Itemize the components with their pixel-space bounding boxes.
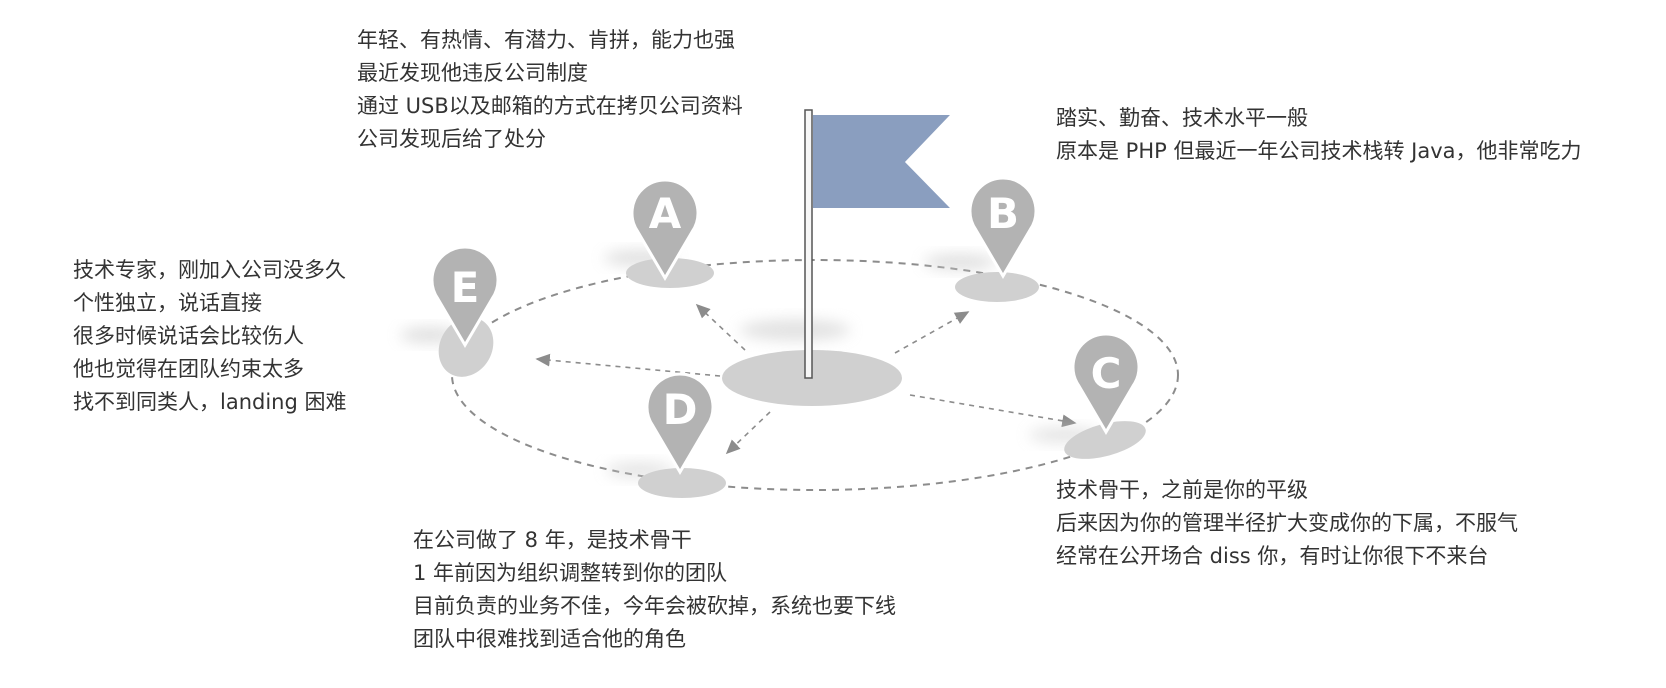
description-line: 踏实、勤奋、技术水平一般 <box>1056 106 1308 130</box>
pin-b: B <box>924 176 1039 302</box>
pin-a-label: A <box>649 189 682 238</box>
description-line: 个性独立，说话直接 <box>73 291 262 315</box>
description-line: 原本是 PHP 但最近一年公司技术栈转 Java，他非常吃力 <box>1056 139 1582 163</box>
description-line: 团队中很难找到适合他的角色 <box>413 627 686 651</box>
pin-e: E <box>400 245 500 377</box>
map-pin-icon <box>430 245 500 348</box>
map-pin-icon <box>645 372 715 475</box>
pin-c-label: C <box>1091 349 1122 398</box>
description-line: 公司发现后给了处分 <box>357 127 546 151</box>
description-line: 他也觉得在团队约束太多 <box>73 357 304 381</box>
arrow-to-d <box>725 411 771 455</box>
arrow-to-c <box>909 394 1077 428</box>
description-line: 目前负责的业务不佳，今年会被砍掉，系统也要下线 <box>413 594 896 618</box>
pin-d: D <box>606 372 726 498</box>
arrow-to-b <box>894 311 970 354</box>
description-line: 很多时候说话会比较伤人 <box>73 324 304 348</box>
description-line: 找不到同类人，landing 困难 <box>73 390 347 414</box>
arrow-to-e <box>535 353 721 377</box>
description-line: 技术骨干，之前是你的平级 <box>1056 478 1308 502</box>
pin-b-label: B <box>987 189 1019 238</box>
description-line: 经常在公开场合 diss 你，有时让你很下不来台 <box>1056 544 1489 568</box>
description-line: 通过 USB以及邮箱的方式在拷贝公司资料 <box>357 94 743 118</box>
map-pin-icon <box>1071 332 1141 435</box>
pin-d-label: D <box>663 385 698 434</box>
pin-e-label: E <box>451 263 480 312</box>
orbit-ellipse <box>451 259 1179 491</box>
description-line: 技术专家，刚加入公司没多久 <box>73 258 346 282</box>
description-line: 1 年前因为组织调整转到你的团队 <box>413 561 728 585</box>
description-line: 最近发现他违反公司制度 <box>357 61 588 85</box>
map-pin-icon <box>630 178 700 281</box>
pin-a: A <box>604 178 714 288</box>
arrow-to-a <box>695 303 746 351</box>
description-line: 年轻、有热情、有潜力、肯拼，能力也强 <box>357 28 735 52</box>
arrows <box>535 303 1077 455</box>
pin-c: C <box>1029 332 1146 459</box>
description-line: 在公司做了 8 年，是技术骨干 <box>413 528 692 552</box>
description-c: 技术骨干，之前是你的平级 后来因为你的管理半径扩大变成你的下属，不服气 经常在公… <box>1056 474 1518 573</box>
description-e: 技术专家，刚加入公司没多久 个性独立，说话直接 很多时候说话会比较伤人 他也觉得… <box>73 254 347 419</box>
flag-shadow <box>740 319 850 341</box>
description-d: 在公司做了 8 年，是技术骨干 1 年前因为组织调整转到你的团队 目前负责的业务… <box>413 524 896 656</box>
description-a: 年轻、有热情、有潜力、肯拼，能力也强 最近发现他违反公司制度 通过 USB以及邮… <box>357 24 743 156</box>
map-pin-icon <box>968 176 1038 279</box>
description-line: 后来因为你的管理半径扩大变成你的下属，不服气 <box>1056 511 1518 535</box>
flag-icon <box>804 109 953 379</box>
description-b: 踏实、勤奋、技术水平一般 原本是 PHP 但最近一年公司技术栈转 Java，他非… <box>1056 102 1582 168</box>
